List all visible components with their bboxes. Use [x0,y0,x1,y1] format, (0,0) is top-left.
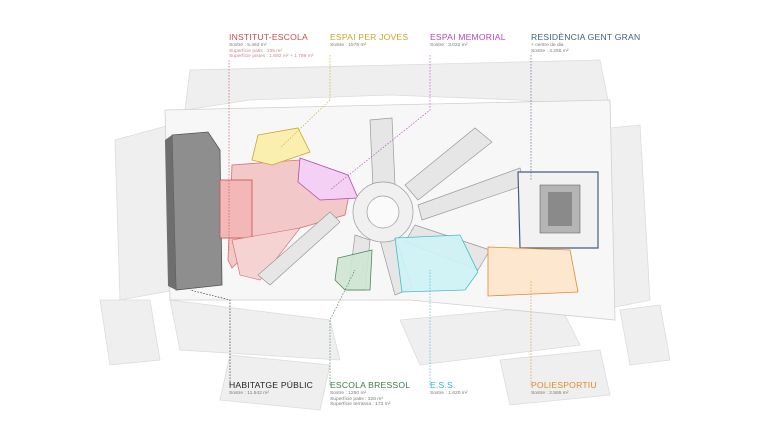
residencia-block [517,171,599,249]
label-habitatge: HABITATGE PÚBLIC Sostre : 11.542 m² [229,380,314,397]
ess-title: E.S.S. [430,380,456,390]
memorial-title: ESPAI MEMORIAL [430,32,506,42]
central-rotunda [257,117,526,296]
habitatge-block [165,131,223,291]
poliesportiu-title: POLIESPORTIU [531,380,597,390]
bressol-line-0: Sostre : 1250 m² [330,390,367,396]
residencia-line-1: Sostre : 4.256 m² [531,48,569,54]
joves-title: ESPAI PER JOVES [330,32,409,42]
label-institut-escola: INSTITUT-ESCOLA Sostre : 5.463 m² Superf… [229,32,314,60]
espai-memorial-area [297,157,359,201]
bressol-title: ESCOLA BRESSOL [330,380,411,390]
label-poliesportiu: POLIESPORTIU Sostre : 2.565 m² [531,380,597,397]
habitatge-line-0: Sostre : 11.542 m² [229,390,269,396]
poliesportiu-area [487,246,579,297]
label-residencia: RESIDÈNCIA GENT GRAN + centre de dia Sos… [531,32,641,54]
institut-line-0: Sostre : 5.463 m² [229,42,267,48]
escola-bressol-area [334,249,373,291]
label-espai-joves: ESPAI PER JOVES Sostre : 1575 m² [330,32,409,49]
ess-area [394,234,479,293]
institut-line-2: Superfície pistes : 1.692 m² + 1.789 m² [229,54,314,60]
bressol-line-1: Superfície patis : 326 m² [330,396,384,402]
residencia-line-0: + centre de dia [531,42,564,48]
joves-line-0: Sostre : 1575 m² [330,42,367,48]
espai-joves-area [251,127,311,166]
bressol-line-2: Superfície terrassa : 173 m² [330,402,391,408]
surrounding-blocks [99,59,671,411]
memorial-line-0: Sostre : 3.022 m² [430,42,468,48]
leader-lines [189,55,532,385]
label-ess: E.S.S. Sostre : 1.620 m² [430,380,468,397]
label-escola-bressol: ESCOLA BRESSOL Sostre : 1250 m² Superfíc… [330,380,411,408]
label-espai-memorial: ESPAI MEMORIAL Sostre : 3.022 m² [430,32,506,49]
residencia-title: RESIDÈNCIA GENT GRAN [531,32,641,42]
institut-title: INSTITUT-ESCOLA [229,32,308,42]
poliesportiu-line-0: Sostre : 2.565 m² [531,390,569,396]
habitatge-title: HABITATGE PÚBLIC [229,380,314,390]
institut-line-1: Superfície patis : 335 m² [229,48,283,54]
ess-line-0: Sostre : 1.620 m² [430,390,468,396]
